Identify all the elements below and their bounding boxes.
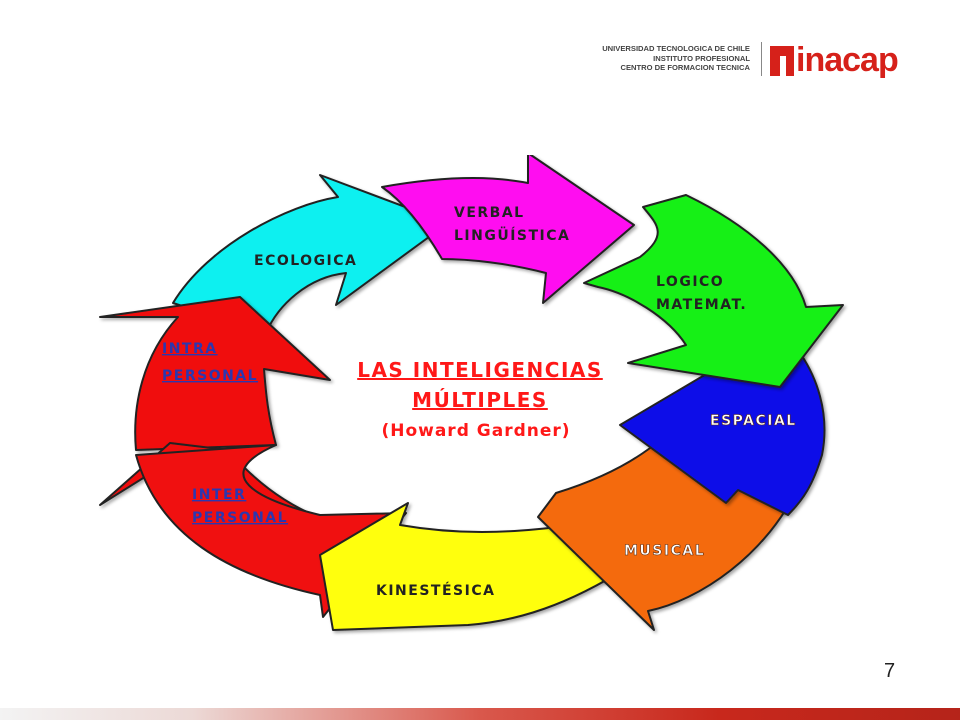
label-intrapersonal-2: PERSONAL (162, 368, 258, 384)
diagram-title-line-2: MÚLTIPLES (412, 388, 548, 412)
label-kinestesica: KINESTÉSICA (376, 582, 495, 599)
label-espacial: ESPACIAL (710, 413, 797, 429)
label-interpersonal-1: INTER (192, 487, 246, 503)
logo-divider (761, 42, 762, 76)
institution-line-3: CENTRO DE FORMACION TECNICA (620, 63, 750, 72)
segment-ecologica (172, 174, 449, 334)
brand-mark-icon (770, 46, 794, 76)
page-number: 7 (884, 660, 896, 682)
institution-line-2: INSTITUTO PROFESIONAL (653, 53, 750, 63)
header-logo: UNIVERSIDAD TECNOLOGICA DE CHILE INSTITU… (578, 41, 908, 82)
brand-name: inacap (796, 41, 899, 79)
label-intrapersonal-1: INTRA (162, 341, 218, 357)
label-logico-1: LOGICO (656, 274, 724, 290)
label-verbal-1: VERBAL (454, 205, 525, 221)
label-musical: MUSICAL (624, 543, 705, 559)
diagram-subtitle: (Howard Gardner) (381, 421, 570, 441)
segment-intrapersonal (99, 296, 331, 451)
institution-line-1: UNIVERSIDAD TECNOLOGICA DE CHILE (602, 44, 750, 53)
diagram-title-line-1: LAS INTELIGENCIAS (357, 358, 603, 382)
segment-logico (583, 194, 844, 388)
segment-verbal (381, 155, 635, 304)
brand-logo: inacap (768, 41, 908, 82)
institution-text: UNIVERSIDAD TECNOLOGICA DE CHILE INSTITU… (520, 44, 750, 73)
footer-bar (0, 708, 960, 720)
multiple-intelligences-diagram: VERBAL LINGÜÍSTICA LOGICO MATEMAT. ESPAC… (99, 155, 844, 631)
label-interpersonal-2: PERSONAL (192, 510, 288, 526)
label-ecologica: ECOLOGICA (254, 253, 357, 269)
label-verbal-2: LINGÜÍSTICA (454, 226, 570, 244)
label-logico-2: MATEMAT. (656, 297, 747, 313)
